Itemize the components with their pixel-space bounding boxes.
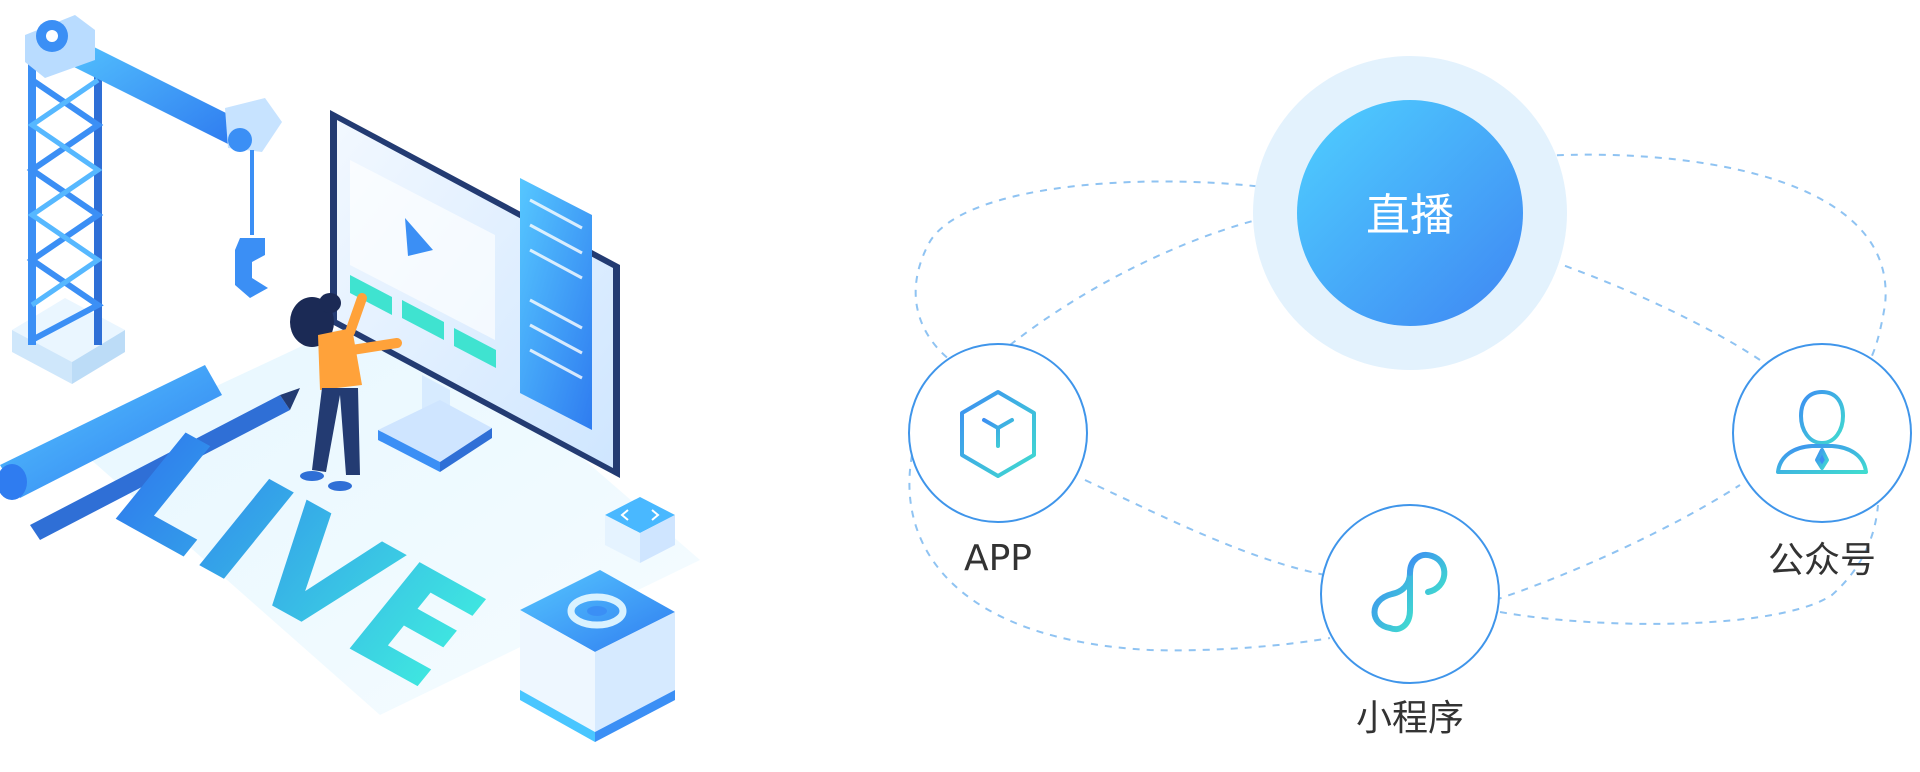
node-official-account-label: 公众号 [1768, 540, 1876, 581]
center-node-label: 直播 [1366, 190, 1454, 241]
person-icon [290, 293, 402, 491]
mini-program-icon [1371, 552, 1448, 632]
cube-icon [960, 390, 1036, 478]
gear-icon [520, 570, 675, 742]
dashed-connectors [908, 153, 1887, 652]
illustration: LIVE [0, 15, 700, 742]
code-icon [605, 497, 675, 563]
crane-icon [12, 15, 282, 384]
node-mini-program-label: 小程序 [1356, 698, 1464, 739]
node-official-account: 公众号 [1732, 343, 1912, 581]
node-app: APP [908, 343, 1088, 579]
node-mini-program: 小程序 [1320, 504, 1500, 739]
channel-diagram: 直播 APP 小程序 [908, 56, 1912, 739]
play-icon [405, 218, 433, 256]
center-node [1297, 100, 1523, 326]
node-app-label: APP [964, 538, 1032, 579]
pencil-icon [0, 365, 300, 540]
user-icon [1776, 390, 1868, 474]
